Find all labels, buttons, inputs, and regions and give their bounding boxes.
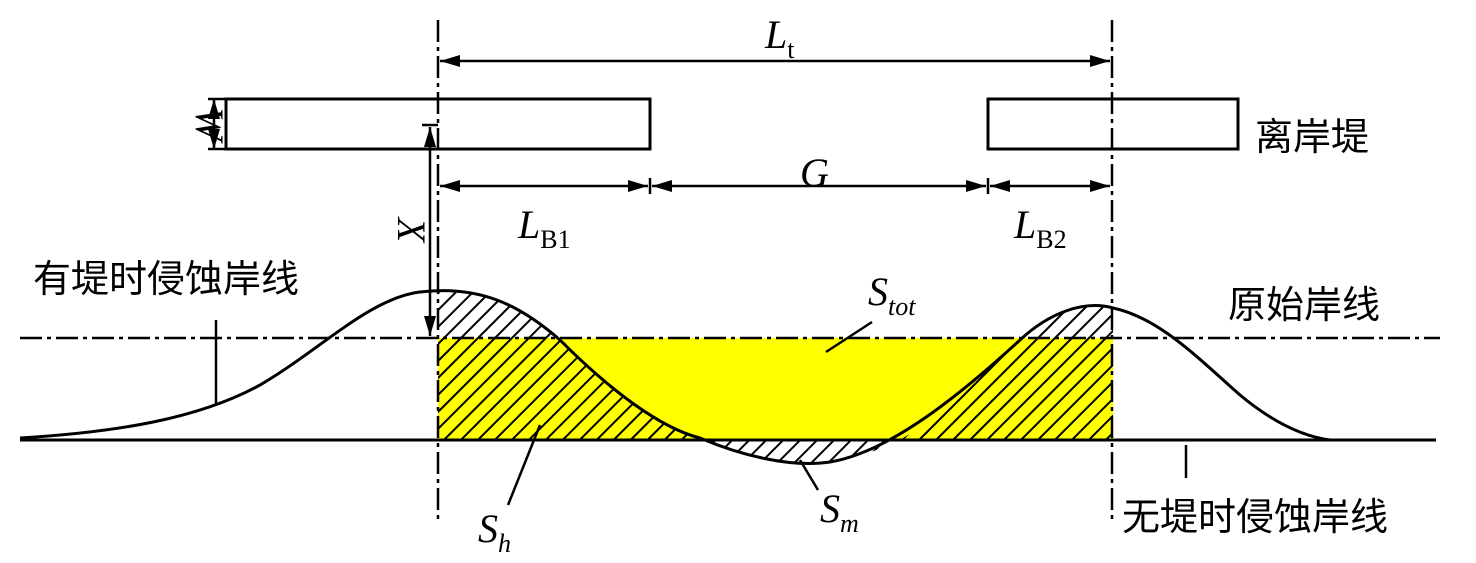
label-original: 原始岸线 <box>1228 283 1380 327</box>
symbol-sm: Sm <box>820 486 859 538</box>
symbol-g: G <box>800 150 829 195</box>
symbol-lt: Lt <box>764 12 795 64</box>
label-breakwater: 离岸堤 <box>1255 115 1369 159</box>
leader-stot <box>825 320 873 354</box>
eroded-shoreline-with <box>19 289 1331 465</box>
symbol-w: W <box>187 107 232 144</box>
symbol-lb1: LB1 <box>517 202 571 254</box>
leader-sm <box>798 459 820 491</box>
leader-sh <box>506 424 542 506</box>
label-eroded-without: 无堤时侵蚀岸线 <box>1122 495 1388 539</box>
label-eroded-with: 有堤时侵蚀岸线 <box>33 257 299 301</box>
hatch-region-sh <box>438 338 1113 440</box>
symbol-stot: Stot <box>868 269 916 321</box>
symbol-x: X <box>389 216 434 244</box>
hatch-region-above <box>438 290 1113 338</box>
hatch-region-sm <box>704 440 900 464</box>
breakwater-right <box>986 97 1240 151</box>
symbol-lb2: LB2 <box>1013 202 1067 254</box>
breakwater-left <box>224 97 652 151</box>
symbol-sh: Sh <box>478 506 511 558</box>
